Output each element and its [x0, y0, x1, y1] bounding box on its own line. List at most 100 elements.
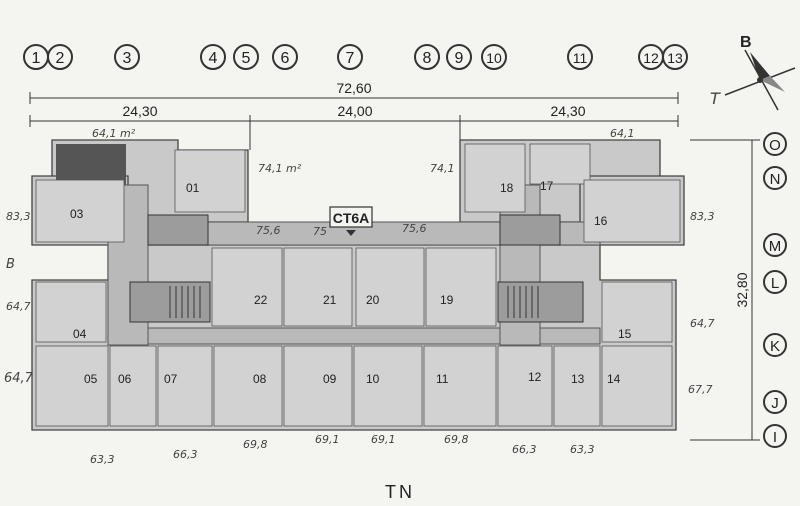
compass-west: T	[710, 89, 721, 108]
grid-label: 11	[573, 50, 588, 66]
apartment-03: 03	[70, 207, 84, 221]
apartment-11: 11	[436, 372, 449, 386]
grid-bubble-10: 10	[481, 44, 507, 70]
area-20: 75	[313, 225, 327, 238]
area-16: 83,3	[690, 210, 715, 223]
grid-bubble-J: J	[763, 390, 787, 414]
compass-icon: B T	[710, 34, 796, 111]
area-01: 64,1 m²	[92, 127, 136, 140]
compass-north: B	[740, 34, 752, 51]
grid-bubbles-right: O N M L K J I	[763, 132, 787, 448]
grid-bubble-7: 7	[337, 44, 363, 70]
apartment-15: 15	[618, 327, 632, 341]
apartment-07: 07	[164, 372, 178, 386]
apartment-10: 10	[366, 372, 380, 386]
svg-text:CT6A: CT6A	[333, 210, 370, 226]
dimension-lines	[29, 92, 760, 441]
grid-bubble-2: 2	[47, 44, 73, 70]
apartment-18: 18	[500, 181, 514, 195]
grid-bubble-L: L	[763, 270, 787, 294]
dimension-mid: 24,00	[337, 103, 372, 119]
dimension-height: 32,80	[734, 272, 750, 307]
area-05: 64,7	[4, 371, 34, 386]
grid-label: 6	[281, 50, 290, 67]
apartment-17: 17	[540, 179, 554, 193]
grid-bubble-K: K	[763, 333, 787, 357]
grid-label: 13	[667, 50, 683, 66]
dimension-total: 72,60	[336, 80, 371, 96]
dimension-right: 24,30	[550, 103, 585, 119]
area-10: 69,1	[371, 433, 396, 446]
apartment-20: 20	[366, 293, 380, 307]
grid-label: O	[769, 137, 781, 154]
grid-bubble-N: N	[763, 166, 787, 190]
grid-bubble-8: 8	[414, 44, 440, 70]
apartment-06: 06	[118, 372, 132, 386]
apartment-09: 09	[323, 372, 337, 386]
grid-bubble-1: 1	[23, 44, 49, 70]
building	[31, 139, 685, 431]
area-13: 63,3	[570, 443, 595, 456]
apartment-05: 05	[84, 372, 98, 386]
grid-bubble-6: 6	[272, 44, 298, 70]
apartment-01: 01	[186, 181, 200, 195]
area-mark-b: B	[6, 257, 15, 272]
area-annotations: 64,1 m² 74,1 m² 83,3 B 64,7 64,7 63,3 66…	[4, 127, 715, 466]
area-18: 74,1	[430, 162, 455, 175]
apartment-08: 08	[253, 372, 267, 386]
grid-label: 1	[32, 50, 41, 67]
area-09: 69,1	[315, 433, 340, 446]
area-19: 75,6	[402, 222, 427, 235]
area-06: 63,3	[90, 453, 115, 466]
apartment-12: 12	[528, 370, 542, 384]
grid-bubble-5: 5	[233, 44, 259, 70]
grid-bubble-I: I	[763, 424, 787, 448]
grid-bubble-11: 11	[567, 44, 593, 70]
grid-bubbles-top: 1 2 3 4 5 6 7 8 9 10 11 12 13	[23, 44, 688, 70]
bottom-label: TN	[385, 482, 415, 502]
grid-label: 5	[242, 50, 251, 67]
grid-label: 4	[209, 50, 218, 67]
area-04: 64,7	[6, 300, 31, 313]
area-14: 67,7	[688, 383, 713, 396]
grid-label: J	[771, 395, 779, 412]
apartment-04: 04	[73, 327, 87, 341]
area-17: 64,1	[610, 127, 635, 140]
area-08: 69,8	[243, 438, 268, 451]
grid-label: 8	[423, 50, 432, 67]
grid-label: M	[769, 238, 782, 255]
apartment-19: 19	[440, 293, 454, 307]
area-15: 64,7	[690, 317, 715, 330]
grid-label: K	[770, 338, 780, 355]
grid-bubble-4: 4	[200, 44, 226, 70]
grid-label: 12	[643, 50, 659, 66]
apartment-13: 13	[571, 372, 585, 386]
apartment-numbers: 01 03 04 05 06 07 08 09 10 11 12 13 14 1…	[70, 179, 632, 386]
building-label: CT6A	[329, 206, 373, 236]
apartment-22: 22	[254, 293, 268, 307]
grid-label: L	[771, 275, 779, 292]
grid-bubble-12: 12	[638, 44, 664, 70]
apartment-14: 14	[607, 372, 621, 386]
area-02: 74,1 m²	[258, 162, 302, 175]
grid-label: 3	[123, 50, 132, 67]
area-12: 66,3	[512, 443, 537, 456]
grid-bubble-9: 9	[446, 44, 472, 70]
grid-bubble-O: O	[763, 132, 787, 156]
grid-bubble-13: 13	[662, 44, 688, 70]
apartment-21: 21	[323, 293, 337, 307]
area-21: 75,6	[256, 224, 281, 237]
grid-label: 7	[346, 50, 355, 67]
grid-label: 9	[455, 50, 464, 67]
grid-bubble-3: 3	[114, 44, 140, 70]
grid-label: I	[773, 429, 777, 446]
apartment-16: 16	[594, 214, 608, 228]
area-03: 83,3	[6, 210, 31, 223]
area-07: 66,3	[173, 448, 198, 461]
grid-label: N	[770, 171, 781, 188]
dimension-left: 24,30	[122, 103, 157, 119]
area-11: 69,8	[444, 433, 469, 446]
grid-bubble-M: M	[763, 233, 787, 257]
grid-label: 10	[486, 50, 502, 66]
